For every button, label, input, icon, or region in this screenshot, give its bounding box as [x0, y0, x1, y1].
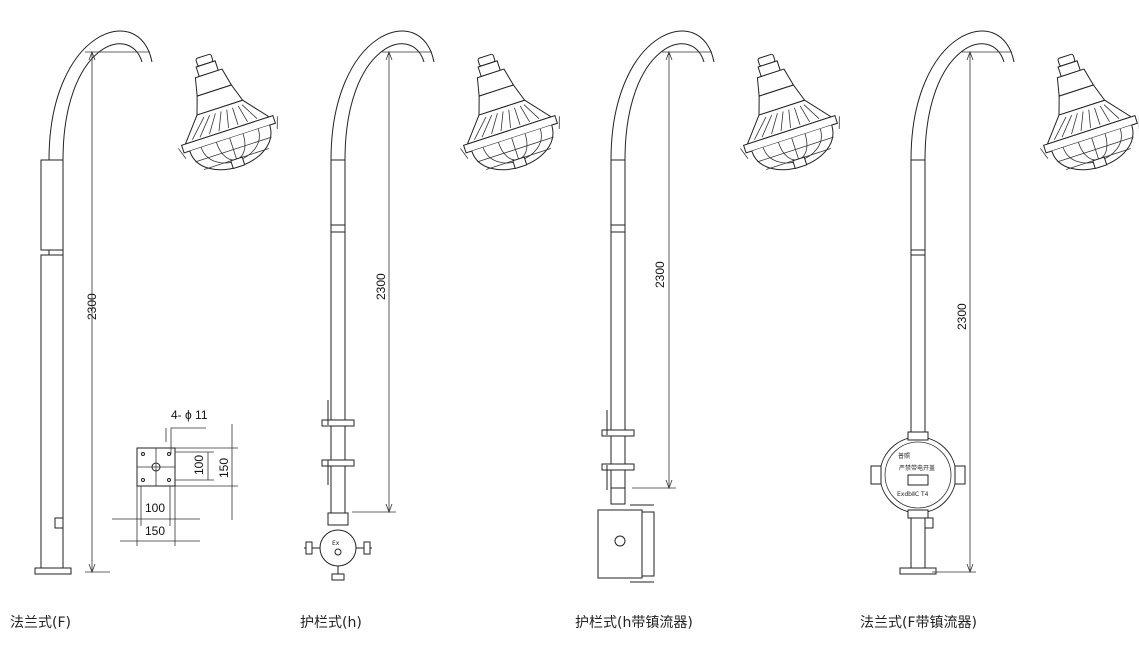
height-dimension-label: 2300	[653, 261, 667, 288]
variant-flange-f-ballast: 普照 严禁带电开盖 ExdbⅡC T4 2300	[870, 30, 1139, 575]
height-dimension-label: 2300	[955, 303, 969, 330]
variant-flange-f: 2300 4- ϕ 11 100 150 100 150	[34, 30, 289, 575]
variant-guardrail-h: Ex 2300	[304, 30, 571, 581]
svg-text:150: 150	[145, 524, 165, 538]
height-dimension-label: 2300	[85, 293, 99, 320]
svg-text:100: 100	[192, 455, 206, 475]
flange-detail: 4- ϕ 11 100 150 100 150	[112, 408, 238, 546]
caption-flange-f: 法兰式(F)	[10, 615, 71, 631]
caption-flange-f-ballast: 法兰式(F带镇流器)	[860, 615, 977, 631]
caption-guardrail-h-ballast: 护栏式(h带镇流器)	[575, 615, 693, 631]
caption-guardrail-h: 护栏式(h)	[300, 615, 362, 631]
svg-text:Ex: Ex	[332, 540, 340, 547]
height-dimension-label: 2300	[374, 273, 388, 300]
svg-text:严禁带电开盖: 严禁带电开盖	[899, 464, 935, 472]
svg-text:普照: 普照	[898, 452, 910, 460]
variant-guardrail-h-ballast: 2300	[597, 30, 851, 583]
svg-text:ExdbⅡC T4: ExdbⅡC T4	[897, 491, 929, 498]
svg-text:4- ϕ 11: 4- ϕ 11	[171, 408, 208, 422]
svg-text:150: 150	[217, 458, 231, 478]
svg-text:100: 100	[145, 501, 165, 515]
